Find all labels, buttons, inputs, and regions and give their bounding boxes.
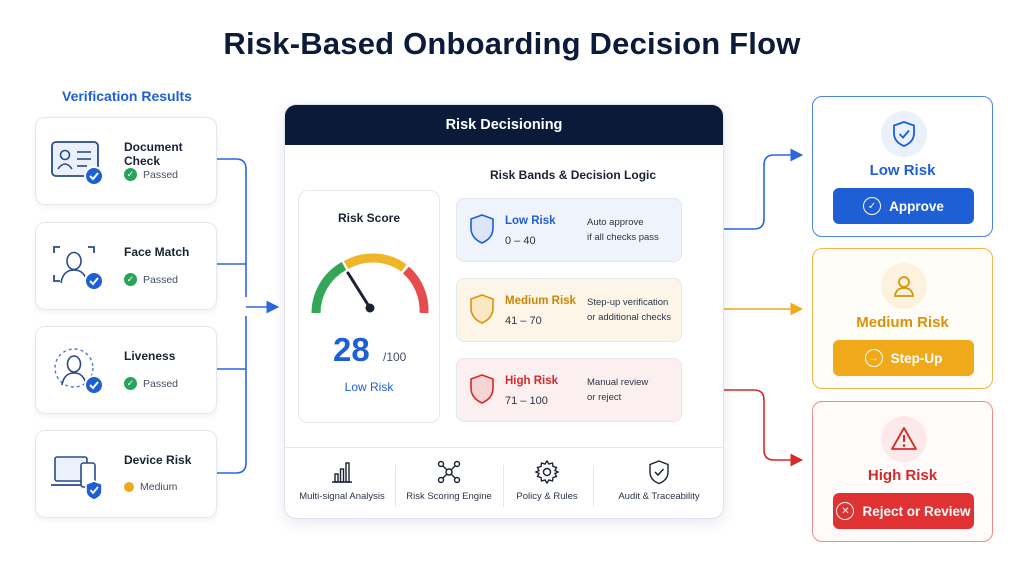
shield-check-icon [649, 460, 669, 485]
shield-icon [470, 214, 494, 244]
feature-separator [503, 465, 504, 507]
verification-name: Liveness [124, 349, 176, 363]
shield-icon [470, 374, 494, 404]
verification-card-document-check: Document Check ✓Passed [35, 117, 217, 205]
feature-audit: Audit & Traceability [603, 459, 715, 502]
reject-or-review-button[interactable]: ✕ Reject or Review [833, 493, 974, 529]
band-name: Medium Risk [505, 295, 576, 307]
risk-decisioning-panel: Risk Decisioning Risk Score 28 /100 Low … [284, 104, 724, 519]
verification-card-device-risk: Device Risk Medium [35, 430, 217, 518]
outcome-icon [881, 416, 927, 462]
check-icon: ✓ [124, 273, 137, 286]
outcome-icon [881, 111, 927, 157]
band-range: 0 – 40 [505, 235, 536, 247]
user-icon [893, 276, 915, 297]
face-scan-icon [53, 246, 104, 291]
feature-policy-rules: Policy & Rules [511, 459, 583, 502]
feature-separator [395, 465, 396, 507]
arrow-right-icon: → [864, 349, 883, 367]
band-medium-risk: Medium Risk 41 – 70 Step-up verification… [456, 278, 682, 342]
band-range: 71 – 100 [505, 395, 548, 407]
panel-header: Risk Decisioning [285, 105, 723, 145]
network-icon [437, 460, 461, 484]
gauge-needle [346, 271, 375, 313]
outcome-name: Low Risk [869, 162, 936, 179]
outcome-low-risk: Low Risk ✓ Approve [812, 96, 993, 237]
verification-name: Face Match [124, 245, 190, 259]
verification-status: Medium [124, 481, 177, 493]
outcome-high-risk: High Risk ✕ Reject or Review [812, 401, 993, 542]
feature-separator [593, 465, 594, 507]
check-icon: ✓ [124, 168, 137, 181]
risk-gauge [311, 253, 429, 314]
id-card-icon [51, 141, 104, 186]
bar-chart-icon [332, 462, 352, 483]
verification-status: ✓Passed [124, 168, 178, 181]
x-icon: ✕ [836, 502, 855, 520]
approve-button[interactable]: ✓ Approve [833, 188, 974, 224]
gear-icon [534, 459, 560, 485]
verification-name: Device Risk [124, 453, 192, 467]
verification-card-face-match: Face Match ✓Passed [35, 222, 217, 310]
band-range: 41 – 70 [505, 315, 542, 327]
check-icon: ✓ [863, 197, 882, 215]
score-title: Risk Score [337, 211, 401, 225]
feature-multi-signal: Multi-signal Analysis [299, 459, 385, 502]
verification-name: Document Check [124, 140, 183, 168]
feature-risk-scoring: Risk Scoring Engine [403, 459, 495, 502]
outcome-icon [881, 263, 927, 309]
page-title: Risk-Based Onboarding Decision Flow [223, 26, 801, 61]
check-icon: ✓ [124, 377, 137, 390]
devices-icon [51, 456, 103, 501]
verification-status: ✓Passed [124, 273, 178, 286]
bands-title: Risk Bands & Decision Logic [490, 168, 657, 182]
outcome-name: High Risk [867, 467, 938, 484]
warning-icon [891, 427, 917, 450]
score-value: 28 [333, 331, 370, 368]
shield-check-icon [893, 121, 915, 147]
liveness-icon [54, 348, 104, 395]
step-up-button[interactable]: → Step-Up [833, 340, 974, 376]
shield-icon [470, 294, 494, 324]
score-max: /100 [383, 350, 407, 364]
outcome-medium-risk: Medium Risk → Step-Up [812, 248, 993, 389]
risk-score-card: Risk Score 28 /100 Low Risk [298, 190, 440, 423]
band-name: Low Risk [505, 215, 556, 227]
verification-results-heading: Verification Results [62, 88, 192, 104]
panel-divider [285, 447, 723, 448]
verification-status: ✓Passed [124, 377, 178, 390]
outcome-name: Medium Risk [856, 314, 949, 331]
score-label: Low Risk [344, 380, 394, 394]
status-dot-icon [124, 482, 134, 492]
verification-card-liveness: Liveness ✓Passed [35, 326, 217, 414]
band-name: High Risk [505, 375, 559, 387]
